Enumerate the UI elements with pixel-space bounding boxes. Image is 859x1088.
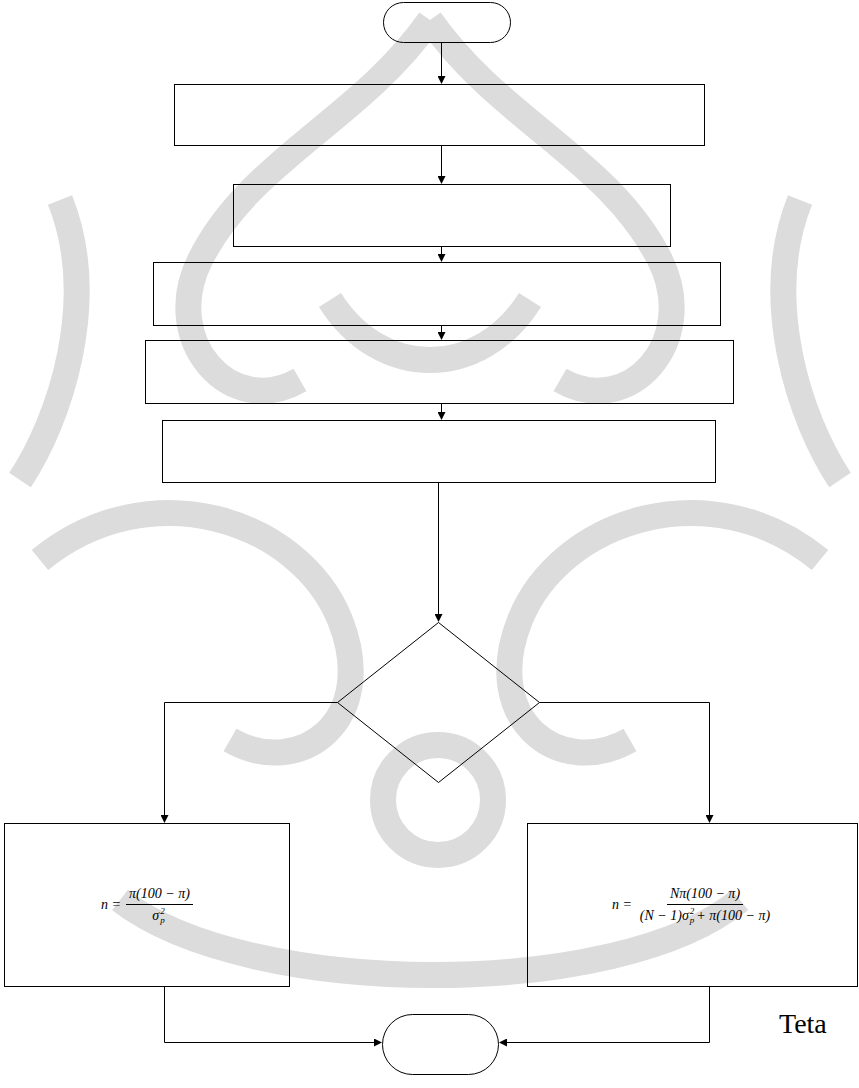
- formula-term: π(100 − π): [129, 886, 190, 902]
- watermark-curve: [509, 513, 820, 753]
- formula-term: (N − 1)σ: [640, 908, 689, 924]
- formula-term: σ: [152, 908, 159, 924]
- watermark-curve: [783, 200, 840, 480]
- page-label: Teta: [779, 1008, 827, 1040]
- watermark-pattern: [20, 20, 840, 975]
- process-box: [163, 421, 716, 483]
- formula-lhs: n =: [101, 897, 121, 913]
- subscript: p: [690, 916, 695, 925]
- flow-arrow: [165, 987, 382, 1043]
- process-box: [234, 185, 671, 247]
- script-stack: 2p: [690, 907, 695, 925]
- flow-arrow: [165, 703, 338, 823]
- flow-arrow: [441, 247, 442, 262]
- watermark-curve: [120, 900, 740, 975]
- flow-arrow: [540, 703, 710, 823]
- process-box: [175, 85, 705, 146]
- numerator: Nπ(100 − π): [667, 886, 743, 905]
- denominator: (N − 1)σ2p+ π(100 − π): [637, 905, 773, 925]
- flow-arrow: [441, 146, 442, 184]
- subscript: p: [160, 916, 165, 925]
- denominator: σ2p: [149, 905, 169, 925]
- process-box: [146, 341, 734, 404]
- formula-box: n = π(100 − π) σ2p: [4, 823, 290, 987]
- flow-arrow: [441, 326, 442, 340]
- decision-diamond: [338, 623, 540, 783]
- watermark-curve: [40, 513, 351, 753]
- flow-arrow: [500, 987, 710, 1043]
- formula-term: Nπ(100 − π): [670, 886, 740, 902]
- flow-arrow: [441, 404, 442, 420]
- formula-box: n = Nπ(100 − π) (N − 1)σ2p+ π(100 − π): [527, 823, 858, 987]
- formula-lhs: n =: [612, 897, 632, 913]
- superscript: 2: [160, 907, 165, 916]
- watermark-curve: [20, 200, 77, 480]
- fraction: Nπ(100 − π) (N − 1)σ2p+ π(100 − π): [637, 886, 773, 925]
- flow-arrow: [441, 43, 442, 84]
- script-stack: 2p: [160, 907, 165, 925]
- watermark-curve: [430, 20, 672, 391]
- start-terminal: [384, 3, 511, 43]
- watermark-curve: [188, 20, 430, 391]
- end-terminal: [383, 1015, 499, 1075]
- fraction: π(100 − π) σ2p: [126, 886, 193, 925]
- watermark-curve: [330, 300, 530, 360]
- superscript: 2: [690, 907, 695, 916]
- watermark-circle: [383, 745, 493, 855]
- formula: n = π(100 − π) σ2p: [101, 886, 193, 925]
- process-box: [154, 263, 721, 326]
- formula-term: + π(100 − π): [696, 908, 770, 924]
- numerator: π(100 − π): [126, 886, 193, 905]
- formula: n = Nπ(100 − π) (N − 1)σ2p+ π(100 − π): [612, 886, 773, 925]
- flow-arrow: [438, 483, 439, 622]
